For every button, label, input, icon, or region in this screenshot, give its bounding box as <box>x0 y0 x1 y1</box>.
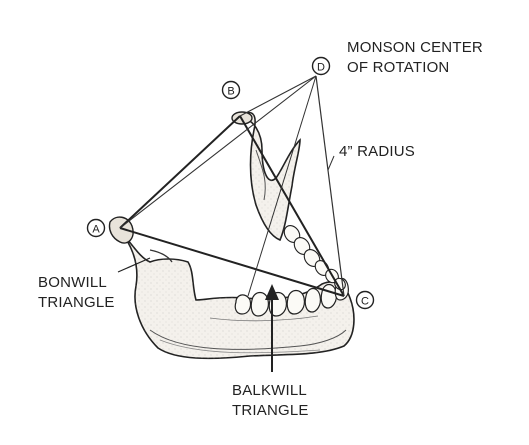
line-a-d <box>119 75 317 229</box>
line-a-c <box>119 227 345 297</box>
condyle-a <box>108 216 173 263</box>
point-c-label: C <box>361 296 369 308</box>
ramus <box>231 111 301 242</box>
monson-label-line2: OF ROTATION <box>347 59 450 76</box>
mandible-bone <box>117 227 355 360</box>
line-a-b <box>119 115 241 229</box>
bonwill-label-line1: BONWILL <box>38 274 107 291</box>
point-a-marker: A <box>86 218 106 238</box>
monson-label-line1: MONSON CENTER <box>347 39 483 56</box>
point-b-label: B <box>227 86 234 98</box>
line-d-balkwill <box>247 75 317 297</box>
radius-pointer <box>327 155 335 171</box>
balkwill-arrow <box>265 284 279 372</box>
bonwill-pointer <box>117 257 151 273</box>
point-c-marker: C <box>355 290 375 310</box>
point-d-label: D <box>317 62 325 74</box>
triangle-lines <box>119 75 345 297</box>
balkwill-label-line1: BALKWILL <box>232 382 307 399</box>
line-b-d <box>239 75 317 117</box>
line-b-c <box>239 115 345 297</box>
radius-label: 4” RADIUS <box>339 143 415 160</box>
line-d-c-radius <box>315 75 345 297</box>
bonwill-label-line2: TRIANGLE <box>38 294 115 311</box>
lingual-teeth <box>283 225 346 291</box>
point-a-label: A <box>92 224 100 236</box>
point-b-marker: B <box>221 80 241 100</box>
balkwill-label-line2: TRIANGLE <box>232 402 309 419</box>
point-d-marker: D <box>311 56 331 76</box>
